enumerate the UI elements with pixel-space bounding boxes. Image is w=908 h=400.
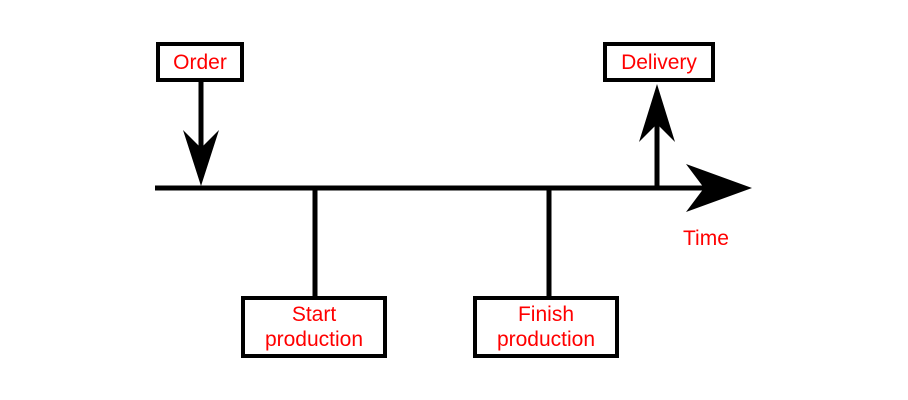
start-production-label-line1: Start bbox=[291, 303, 337, 326]
finish-production-label-line2: production bbox=[496, 328, 596, 351]
time-axis-label: Time bbox=[683, 227, 729, 250]
delivery-label: Delivery bbox=[621, 50, 697, 74]
order-box: Order bbox=[156, 42, 244, 82]
finish-production-label-line1: Finish bbox=[517, 303, 575, 326]
delivery-box: Delivery bbox=[603, 42, 715, 82]
time-axis-arrowhead bbox=[686, 164, 752, 212]
order-label: Order bbox=[173, 50, 227, 74]
start-production-box: Start production bbox=[241, 296, 387, 358]
delivery-arrowhead bbox=[639, 84, 675, 142]
finish-production-box: Finish production bbox=[473, 296, 619, 358]
start-production-label-line2: production bbox=[264, 328, 364, 351]
order-arrowhead bbox=[183, 130, 219, 186]
